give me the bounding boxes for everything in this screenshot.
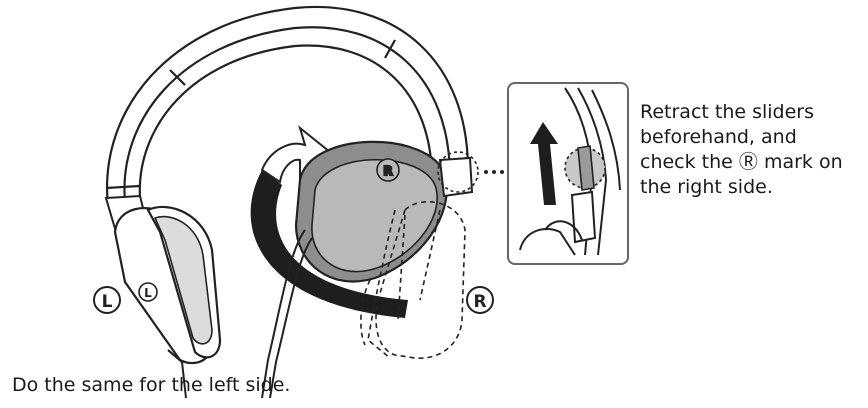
right-mark-on-cup-letter: R: [383, 164, 392, 178]
right-slider: [438, 156, 474, 198]
slider-highlight-circle: [437, 151, 479, 193]
bottom-caption: Do the same for the left side.: [12, 374, 291, 396]
callout-leader-dots: [484, 170, 504, 174]
callout-text: Retract the sliders beforehand, and chec…: [640, 100, 865, 200]
left-mark-on-cup-letter: L: [144, 286, 152, 300]
left-mark-on-cup: L: [138, 282, 158, 302]
dashed-rotated-earcup: [360, 201, 466, 359]
callout-line-3-prefix: check the: [640, 151, 739, 173]
right-mark-symbol: Ⓡ: [738, 151, 758, 173]
right-mark-outer: R: [466, 286, 494, 314]
callout-line-4: the right side.: [640, 176, 773, 198]
callout-box: [507, 82, 629, 265]
callout-line-2: beforehand, and: [640, 126, 797, 148]
left-mark-outer: L: [93, 286, 121, 314]
headband: [105, 5, 471, 206]
callout-line-3: check the Ⓡ mark on: [640, 150, 865, 175]
right-mark-outer-letter: R: [473, 292, 486, 312]
left-mark-outer-letter: L: [102, 292, 113, 312]
right-cable: [261, 229, 313, 399]
callout-line-1: Retract the sliders: [640, 101, 815, 123]
left-cable: [181, 361, 187, 399]
left-earcup: [113, 205, 222, 365]
callout-line-3-suffix: mark on: [757, 151, 843, 173]
retract-up-arrow: [530, 122, 558, 205]
right-earcup: R: [294, 140, 448, 283]
